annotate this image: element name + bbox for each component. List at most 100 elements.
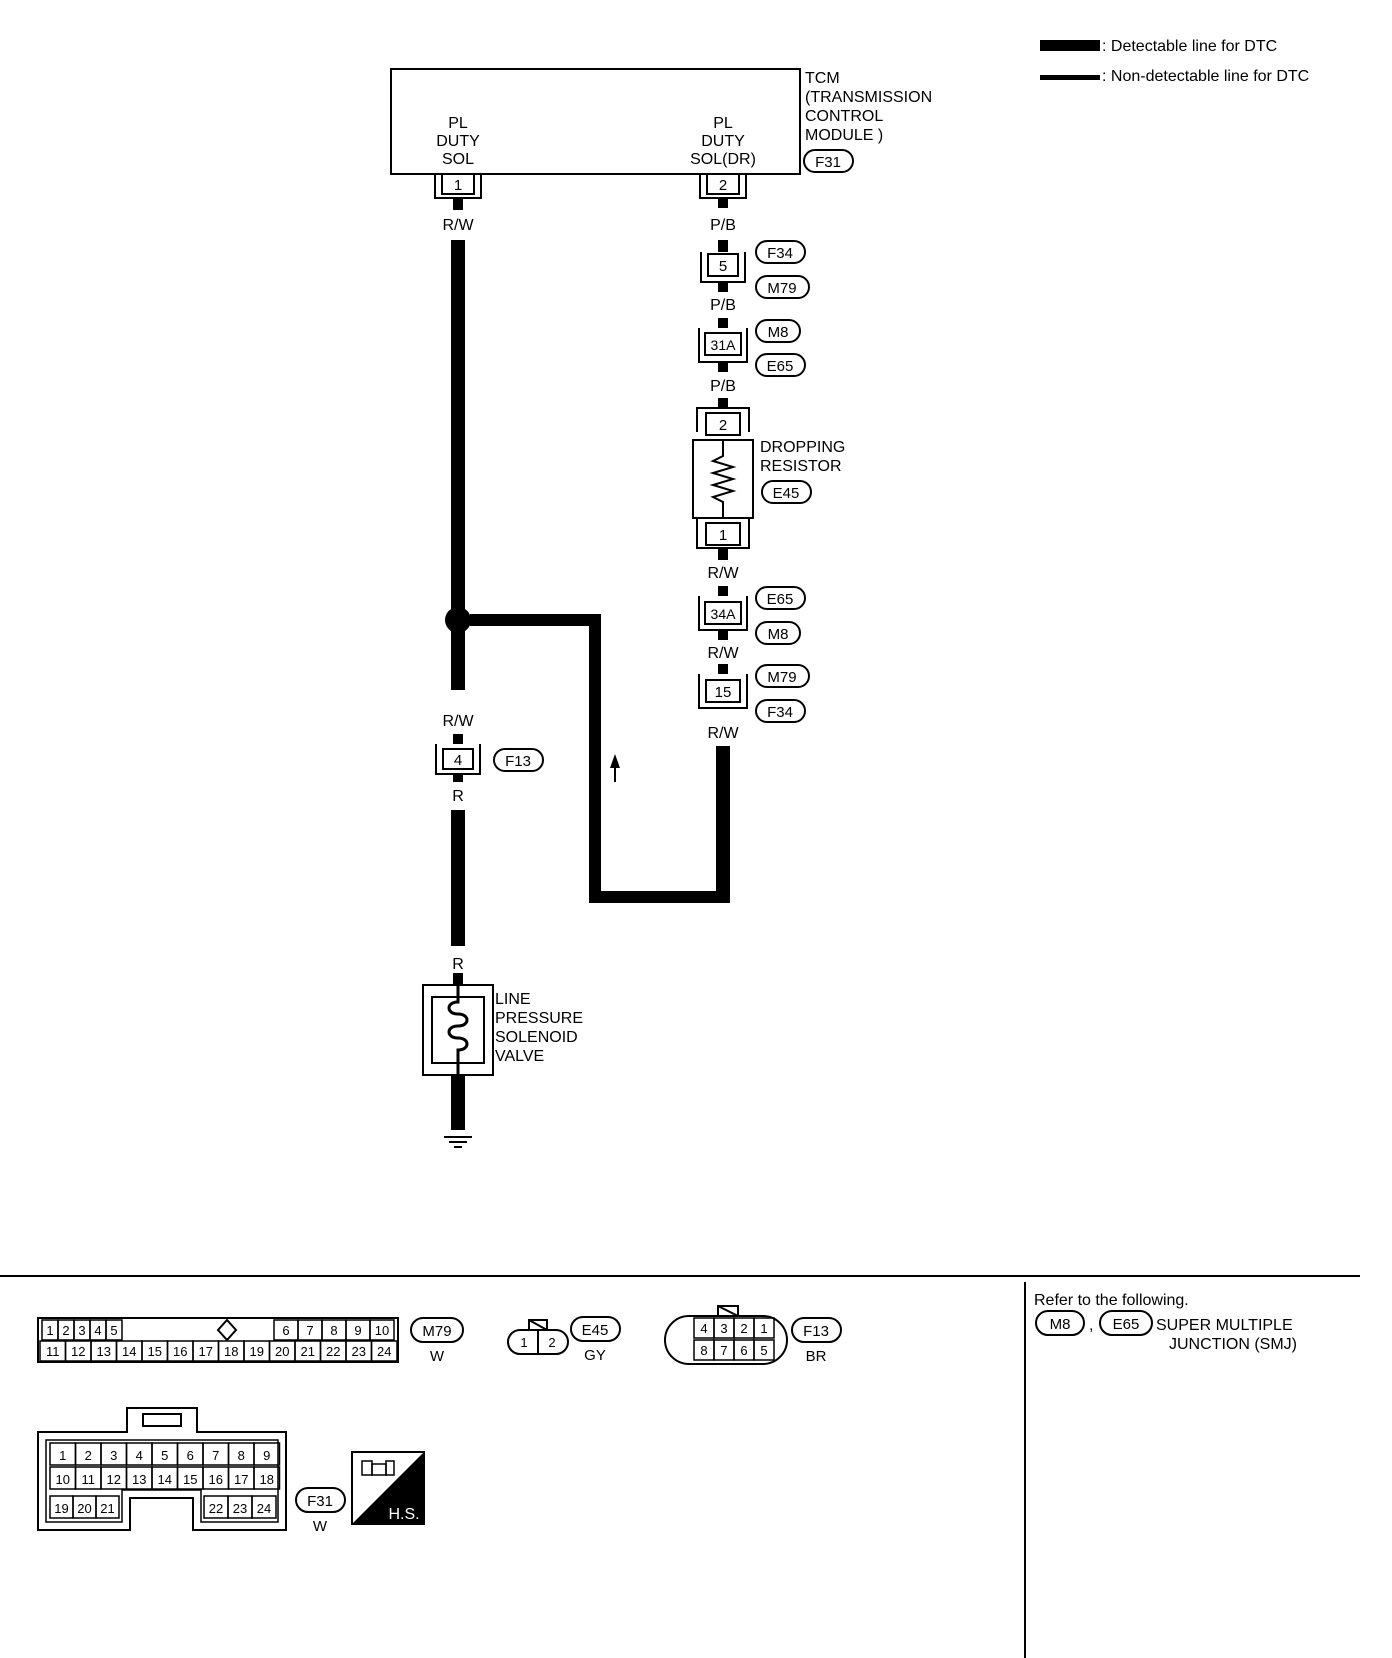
tcm-title-line-2: (TRANSMISSION bbox=[805, 89, 932, 106]
wire-left-lower bbox=[451, 810, 465, 946]
connector-e45-tag: E45 bbox=[582, 1322, 609, 1339]
wire-stub-c15-top bbox=[718, 664, 728, 674]
connector-f31-tag-outline bbox=[295, 1487, 346, 1513]
connector-pin-number: 12 bbox=[107, 1472, 121, 1487]
connector-pin-number: 7 bbox=[212, 1448, 219, 1463]
tcm-connector-tag-outline bbox=[803, 149, 854, 173]
connector-pin-number: 20 bbox=[275, 1344, 289, 1359]
left-branch: R/W R/W 4 F13 R R LINE PRESSURE SOLENOID… bbox=[422, 198, 583, 1148]
connector-cavity bbox=[753, 1339, 775, 1361]
connector-pin-number: 2 bbox=[62, 1323, 69, 1338]
connector-pin-number: 21 bbox=[100, 1501, 114, 1516]
wire-stub-resistor-top bbox=[718, 398, 728, 408]
connector-f13-tag: F13 bbox=[505, 753, 531, 770]
wire-color-pb-2: P/B bbox=[710, 297, 736, 314]
connector-pin-number: 5 bbox=[110, 1323, 117, 1338]
connector-pin-number: 13 bbox=[132, 1472, 146, 1487]
connector-f13-color: BR bbox=[806, 1348, 827, 1365]
connector-f13-face-tag: F13 bbox=[803, 1323, 829, 1340]
terminal-left-label-1: PL bbox=[448, 115, 468, 132]
connector-pin-number: 19 bbox=[54, 1501, 68, 1516]
connector-cavity bbox=[95, 1495, 120, 1519]
connector-pin-number: 6 bbox=[187, 1448, 194, 1463]
connector-m79-tag: M79 bbox=[422, 1323, 451, 1340]
resistor-zigzag-icon bbox=[709, 440, 737, 518]
connector-pin-number: 13 bbox=[97, 1344, 111, 1359]
wire-stub-c34a-top bbox=[718, 586, 728, 596]
svg-text:15: 15 bbox=[715, 684, 732, 701]
connector-pin-number: 8 bbox=[700, 1343, 707, 1358]
connector-f13-pin: 4 bbox=[435, 744, 481, 775]
connector-m79-outline bbox=[37, 1317, 399, 1363]
reference-tag-m8: M8 bbox=[1050, 1316, 1071, 1333]
connector-pin-number: 14 bbox=[158, 1472, 172, 1487]
connector-pin-number: 6 bbox=[282, 1323, 289, 1338]
connector-pin-number: 16 bbox=[209, 1472, 223, 1487]
connector-pin-number: 1 bbox=[59, 1448, 66, 1463]
terminal-left-label-2: DUTY bbox=[436, 133, 480, 150]
tcm-title-line-1: TCM bbox=[805, 70, 840, 87]
connector-pin-number: 6 bbox=[740, 1343, 747, 1358]
connector-pin-number: 5 bbox=[760, 1343, 767, 1358]
connector-pin-number: 4 bbox=[94, 1323, 101, 1338]
svg-text:34A: 34A bbox=[711, 606, 737, 622]
tag-e45-1: E45 bbox=[773, 485, 800, 502]
wire-color-r-1: R bbox=[452, 788, 464, 805]
connector-pin-number: 8 bbox=[330, 1323, 337, 1338]
connector-key-diamond-icon bbox=[216, 1318, 238, 1342]
wire-stub-c31a-top bbox=[718, 318, 728, 328]
connector-pin-number: 24 bbox=[257, 1501, 271, 1516]
legend-detectable-text: : Detectable line for DTC bbox=[1102, 38, 1277, 55]
tag-f34-2: F34 bbox=[767, 704, 793, 721]
ground-icon bbox=[444, 1136, 472, 1148]
wire-left-detectable bbox=[451, 240, 465, 690]
line-pressure-solenoid-valve bbox=[422, 984, 494, 1076]
connector-pin-number: 1 bbox=[46, 1323, 53, 1338]
wire-stub-c31a-bottom bbox=[718, 362, 728, 372]
tag-m8-outline-1 bbox=[755, 319, 801, 343]
legend-thick-line bbox=[1040, 40, 1100, 51]
connector-pin-number: 12 bbox=[71, 1344, 85, 1359]
connector-symbol-icon bbox=[361, 1460, 395, 1476]
wire-splice-horizontal bbox=[470, 614, 595, 626]
connector-pin-number: 8 bbox=[238, 1448, 245, 1463]
legend: : Detectable line for DTC : Non-detectab… bbox=[1040, 38, 1309, 85]
wire-stub-left-top bbox=[453, 198, 463, 210]
connector-pin-number: 21 bbox=[301, 1344, 315, 1359]
terminal-left-label-3: SOL bbox=[442, 151, 474, 168]
tcm-title-line-4: MODULE ) bbox=[805, 127, 883, 144]
wire-color-rw-2: R/W bbox=[442, 713, 474, 730]
tag-m79-2: M79 bbox=[767, 669, 796, 686]
connector-pin-number: 15 bbox=[183, 1472, 197, 1487]
connector-pin-number: 11 bbox=[46, 1344, 60, 1359]
connector-pin-number: 4 bbox=[700, 1321, 707, 1336]
svg-text:2: 2 bbox=[548, 1335, 555, 1350]
connector-pin-34a: 34A bbox=[698, 596, 748, 631]
tag-m79-outline-1 bbox=[755, 275, 810, 299]
connector-pin-number: 7 bbox=[306, 1323, 313, 1338]
connector-pin-number: 11 bbox=[82, 1472, 96, 1487]
wire-splice-vertical bbox=[589, 614, 601, 903]
connector-pin-number: 1 bbox=[760, 1321, 767, 1336]
tag-m8-1: M8 bbox=[768, 324, 789, 341]
reference-desc-line-1: SUPER MULTIPLE bbox=[1156, 1317, 1293, 1334]
connector-f13-tag-outline bbox=[493, 748, 544, 772]
tcm-pin-2: 2 bbox=[699, 173, 747, 199]
solenoid-label-4: VALVE bbox=[495, 1048, 544, 1065]
splice-point bbox=[445, 607, 471, 633]
tag-e65-outline-2 bbox=[755, 586, 806, 610]
connector-cavity bbox=[369, 1319, 395, 1341]
tag-e65-2: E65 bbox=[767, 591, 794, 608]
connector-f13-tag-outline-face bbox=[791, 1317, 842, 1343]
resistor-label-2: RESISTOR bbox=[760, 458, 842, 475]
terminal-right-label-3: SOL(DR) bbox=[690, 151, 756, 168]
wire-stub-f13-bottom bbox=[453, 774, 463, 782]
wire-color-rw-4: R/W bbox=[707, 645, 739, 662]
svg-text:1: 1 bbox=[719, 527, 727, 544]
connector-pin-5: 5 bbox=[700, 252, 746, 283]
connector-pin-number: 24 bbox=[377, 1344, 391, 1359]
connector-pin-number: 18 bbox=[260, 1472, 274, 1487]
